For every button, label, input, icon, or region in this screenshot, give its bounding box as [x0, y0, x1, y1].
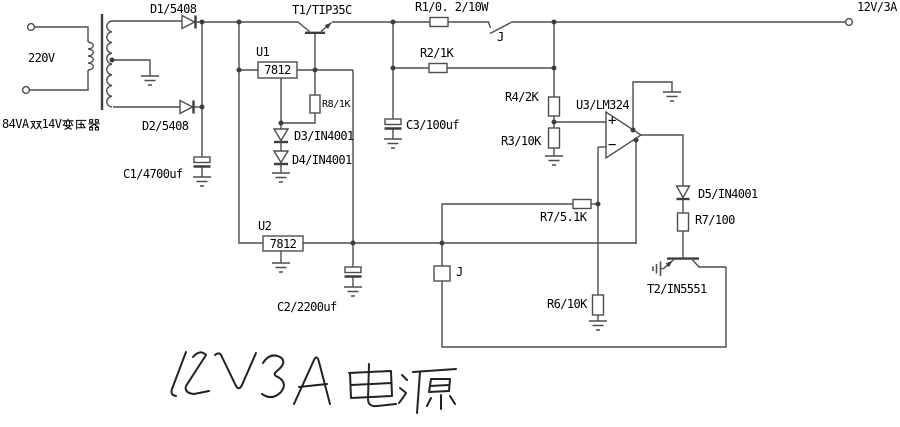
cap-c2-icon: [344, 266, 362, 274]
ground-d4: [272, 172, 290, 183]
secondary-winding: [106, 20, 113, 108]
label-d5: D5/IN4001: [698, 187, 758, 201]
label-c1: C1/4700uf: [123, 167, 183, 181]
output-terminal: [844, 17, 854, 27]
resistor-r4-icon: [547, 96, 561, 117]
label-u1-part: 7812: [264, 63, 291, 77]
ground-t2-emitter: [652, 261, 662, 276]
regulator-u2: [238, 22, 637, 297]
top-rail: [196, 16, 854, 35]
bias-chain: [272, 70, 321, 183]
diode-d5-icon: [675, 185, 691, 199]
label-d2: D2/5408: [142, 119, 189, 133]
label-r3: R3/10K: [501, 134, 541, 148]
relay-coil-box: [433, 265, 451, 282]
label-relay-contact: J: [497, 30, 504, 44]
ground-u2: [272, 262, 290, 273]
ground-r6: [589, 320, 607, 331]
opamp-minus-input: −: [608, 137, 616, 153]
label-d3: D3/IN4001: [294, 129, 354, 143]
diode-d3-icon: [272, 128, 290, 142]
diode-d1-icon: [181, 14, 197, 30]
primary-winding: [87, 41, 94, 71]
input-terminal-bottom: [21, 85, 31, 95]
label-relay-coil: J: [456, 265, 463, 279]
opamp-u3: [598, 81, 684, 243]
transformer-label-latin1: 84VA: [2, 117, 29, 131]
resistor-r7b-icon: [676, 212, 690, 232]
handwritten-title: [170, 351, 457, 414]
cjk-char-qi: [88, 119, 101, 131]
cap-c1-icon: [193, 156, 211, 164]
input-terminal-top: [26, 22, 36, 32]
label-input-voltage: 220V: [28, 51, 55, 65]
resistor-r2-icon: [428, 62, 448, 74]
label-c2: C2/2200uf: [277, 300, 337, 314]
label-u2-part: 7812: [269, 237, 297, 251]
ground-opamp: [663, 91, 681, 102]
label-t2: T2/IN5551: [647, 282, 707, 296]
label-r6: R6/10K: [547, 297, 587, 311]
label-output: 12V/3A: [857, 0, 897, 14]
relay-contact-blade: [489, 21, 512, 35]
diode-d4-icon: [272, 150, 290, 164]
opamp-plus-input: +: [608, 113, 616, 129]
resistor-r6-icon: [591, 294, 605, 316]
transistor-t1: [297, 21, 332, 70]
feedback-network: [441, 147, 607, 331]
label-d1: D1/5408: [150, 2, 197, 16]
label-r1: R1/0. 2/10W: [415, 0, 488, 14]
transformer-label-latin2: 14V: [41, 117, 62, 131]
label-u3: U3/LM324: [576, 98, 630, 112]
label-u1: U1: [256, 45, 270, 59]
resistor-r1-icon: [429, 16, 449, 28]
diode-d2-icon: [179, 99, 195, 115]
r2-c3-branch: [384, 22, 554, 149]
label-t1: T1/TIP35C: [292, 3, 352, 17]
cjk-char-shuang: [29, 120, 42, 130]
junction-dots: [109, 19, 639, 246]
label-r7b: R7/100: [695, 213, 735, 227]
ground-center-tap: [141, 75, 159, 86]
relay-coil: [433, 243, 727, 348]
label-r4: R4/2K: [505, 90, 539, 104]
ground-c1: [193, 176, 211, 187]
label-r8: R8/1K: [322, 99, 351, 110]
resistor-r8-icon: [309, 94, 321, 114]
ground-c3: [384, 138, 402, 149]
opamp-triangle: [605, 110, 643, 160]
rectifier: [179, 14, 211, 187]
label-transformer: 84VA 14V: [2, 117, 101, 131]
label-r7a: R7/5.1K: [540, 210, 587, 224]
regulator-u1: [239, 61, 354, 243]
cjk-char-bian: [62, 118, 74, 130]
driver-d5-r7-t2: [652, 185, 726, 276]
transformer: [21, 14, 182, 110]
label-d4: D4/IN4001: [292, 153, 352, 167]
divider-r4-r3: [545, 22, 606, 166]
ground-c2: [344, 286, 362, 297]
label-r2: R2/1K: [420, 46, 454, 60]
t2-emitter-arrow: [665, 260, 673, 268]
t1-emitter-arrow: [324, 22, 332, 29]
cap-c3-icon: [384, 118, 402, 126]
label-u2: U2: [258, 219, 272, 233]
label-c3: C3/100uf: [406, 118, 460, 132]
cjk-char-ya: [76, 119, 87, 130]
resistor-r7a-icon: [572, 198, 592, 210]
ground-r3: [545, 155, 563, 166]
resistor-r3-icon: [547, 127, 561, 149]
